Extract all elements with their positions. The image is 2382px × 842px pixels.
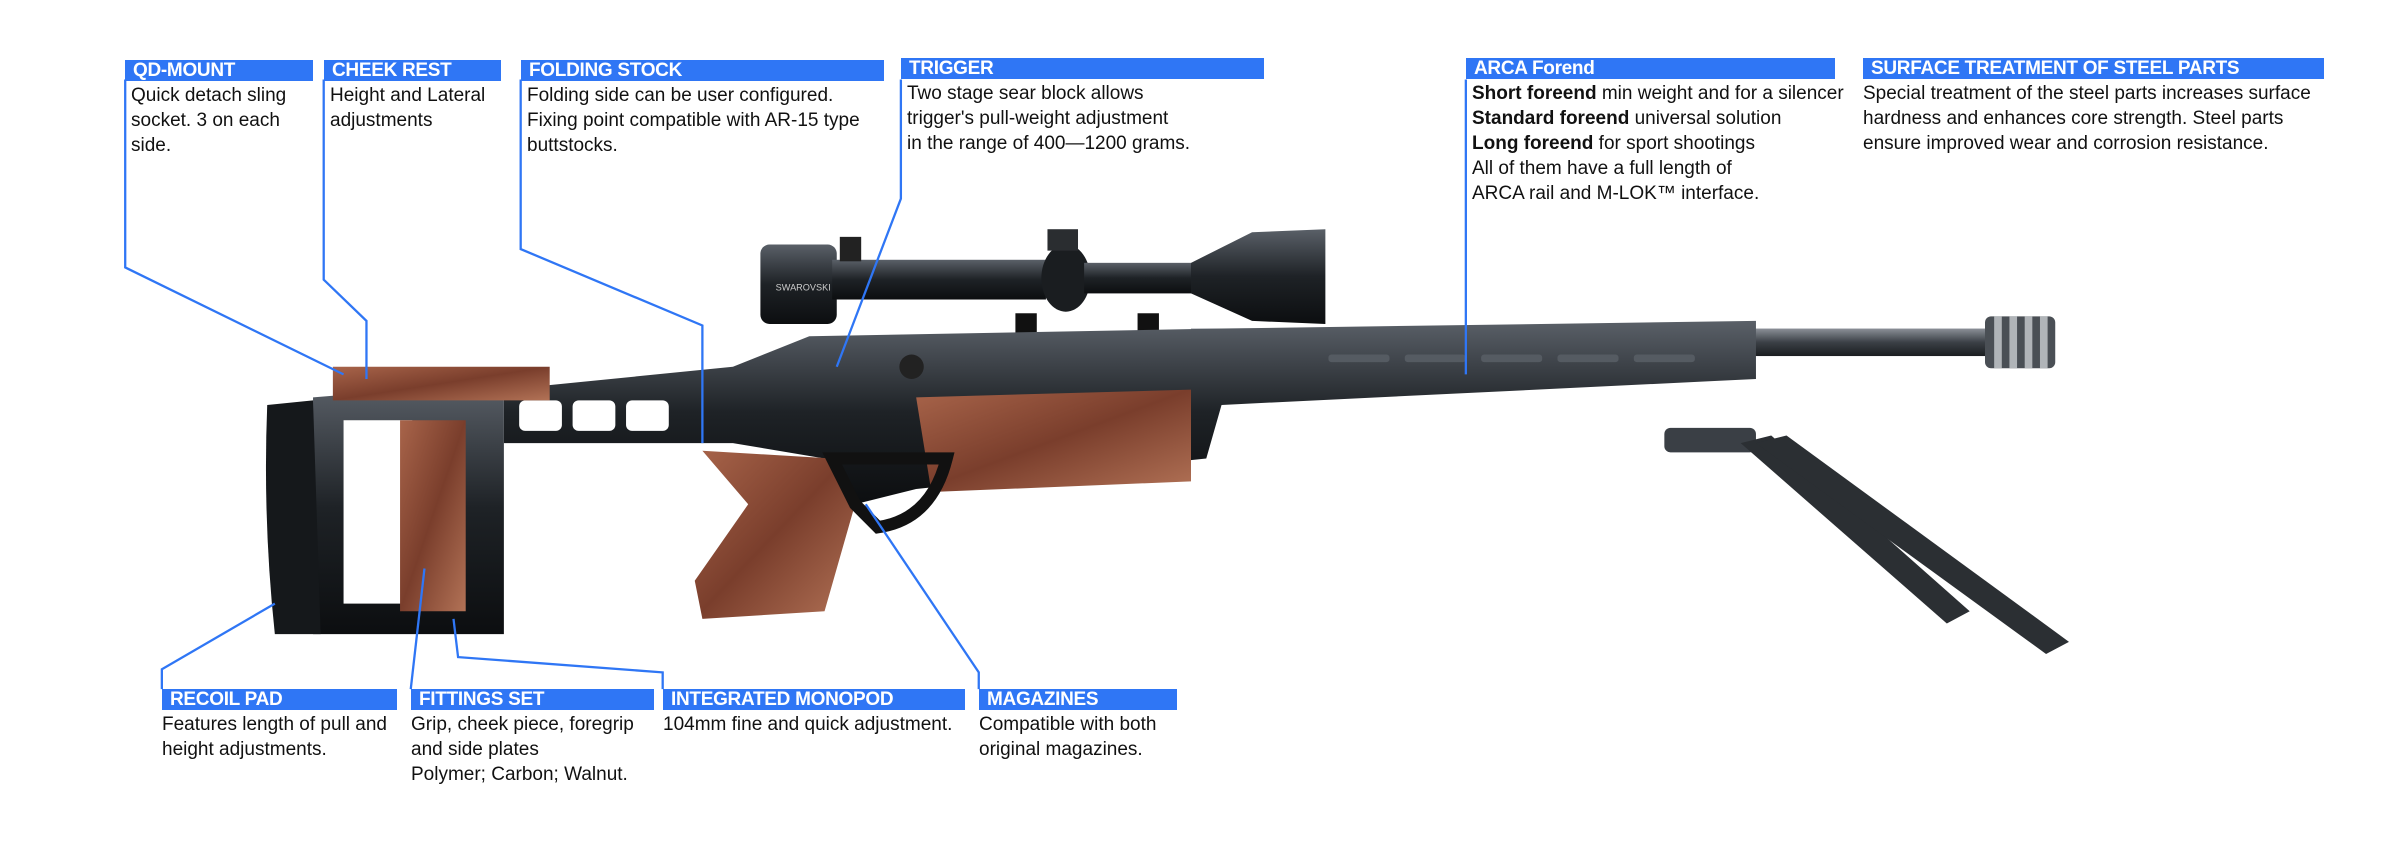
callout-text: Two stage sear block allows: [907, 83, 1144, 104]
callout-title: INTEGRATED MONOPOD: [663, 689, 965, 710]
callout-title: ARCA Forend: [1466, 58, 1835, 79]
callout-text: Polymer; Carbon; Walnut.: [411, 764, 628, 785]
callout-row: Long foreend for sport shootings: [1472, 131, 1835, 156]
cheek-rest: [332, 366, 550, 401]
callout-text: Fixing point compatible with AR-15 type: [527, 110, 860, 131]
callout-text: buttstocks.: [527, 135, 618, 156]
callout-text: 104mm fine and quick adjustment.: [663, 714, 953, 735]
callout-row: Standard foreend universal solution: [1472, 106, 1835, 131]
recoil-pad: [265, 400, 321, 635]
callout-cheek-rest: CHEEK REST Height and Lateral adjustment…: [324, 60, 501, 133]
callout-recoil-pad: RECOIL PAD Features length of pull and h…: [162, 689, 397, 762]
mlok-slots: [1328, 354, 1695, 363]
callout-text: and side plates: [411, 739, 539, 760]
callout-text: hardness and enhances core strength. Ste…: [1863, 108, 2284, 129]
callout-title: RECOIL PAD: [162, 689, 397, 710]
callout-arca-forend: ARCA Forend Short foreend min weight and…: [1466, 58, 1844, 206]
callout-text: Special treatment of the steel parts inc…: [1863, 83, 2311, 104]
callout-title: MAGAZINES: [979, 689, 1177, 710]
callout-bold: Long foreend: [1472, 133, 1594, 154]
callout-text: Grip, cheek piece, foregrip: [411, 714, 634, 735]
callout-text: Quick detach sling: [131, 85, 287, 106]
callout-title: FITTINGS SET: [411, 689, 654, 710]
callout-text: Height and Lateral: [330, 85, 486, 106]
callout-text: side.: [131, 135, 172, 156]
callout-text: universal solution: [1629, 108, 1782, 129]
callout-title: SURFACE TREATMENT OF STEEL PARTS: [1863, 58, 2324, 79]
callout-text: All of them have a full length of: [1472, 158, 1732, 179]
callout-folding-stock: FOLDING STOCK Folding side can be user c…: [521, 60, 884, 158]
callout-text: for sport shootings: [1593, 133, 1755, 154]
scope: SWAROVSKI: [760, 229, 1326, 347]
callout-text: socket. 3 on each: [131, 110, 280, 131]
callout-row: Short foreend min weight and for a silen…: [1472, 81, 1844, 106]
callout-bold: Short foreend: [1472, 83, 1597, 104]
folding-stock: [265, 366, 669, 635]
callout-text: adjustments: [330, 110, 433, 131]
callout-title: TRIGGER: [901, 58, 1264, 79]
callout-text: Compatible with both: [979, 714, 1157, 735]
forend-wood-plate: [916, 389, 1191, 493]
bipod: [1664, 427, 2069, 655]
callout-text: height adjustments.: [162, 739, 327, 760]
callout-text: Folding side can be user configured.: [527, 85, 834, 106]
trigger-guard: [822, 452, 955, 534]
pistol-grip: [694, 450, 856, 619]
callout-text: original magazines.: [979, 739, 1143, 760]
callout-text: trigger's pull-weight adjustment: [907, 108, 1169, 129]
callout-title: FOLDING STOCK: [521, 60, 884, 81]
callout-magazines: MAGAZINES Compatible with both original …: [979, 689, 1177, 762]
callout-text: ensure improved wear and corrosion resis…: [1863, 133, 2269, 154]
callout-text: Features length of pull and: [162, 714, 387, 735]
scope-brand-logo: SWAROVSKI: [776, 282, 831, 292]
callout-text: ARCA rail and M-LOK™ interface.: [1472, 183, 1760, 204]
bolt-handle: [899, 354, 924, 379]
callout-text: min weight and for a silencer: [1596, 83, 1844, 104]
callout-title: QD-MOUNT: [125, 60, 313, 81]
callout-fittings-set: FITTINGS SET Grip, cheek piece, foregrip…: [411, 689, 654, 787]
callout-title: CHEEK REST: [324, 60, 501, 81]
callout-trigger: TRIGGER Two stage sear block allows trig…: [901, 58, 1264, 156]
callout-qd-mount: QD-MOUNT Quick detach sling socket. 3 on…: [125, 60, 313, 158]
callout-integrated-monopod: INTEGRATED MONOPOD 104mm fine and quick …: [663, 689, 965, 737]
callout-bold: Standard foreend: [1472, 108, 1630, 129]
leader-lines: [124, 79, 1467, 690]
callout-text: in the range of 400—1200 grams.: [907, 133, 1191, 154]
muzzle-brake: [1985, 316, 2056, 369]
callout-surface-treatment: SURFACE TREATMENT OF STEEL PARTS Special…: [1863, 58, 2324, 156]
